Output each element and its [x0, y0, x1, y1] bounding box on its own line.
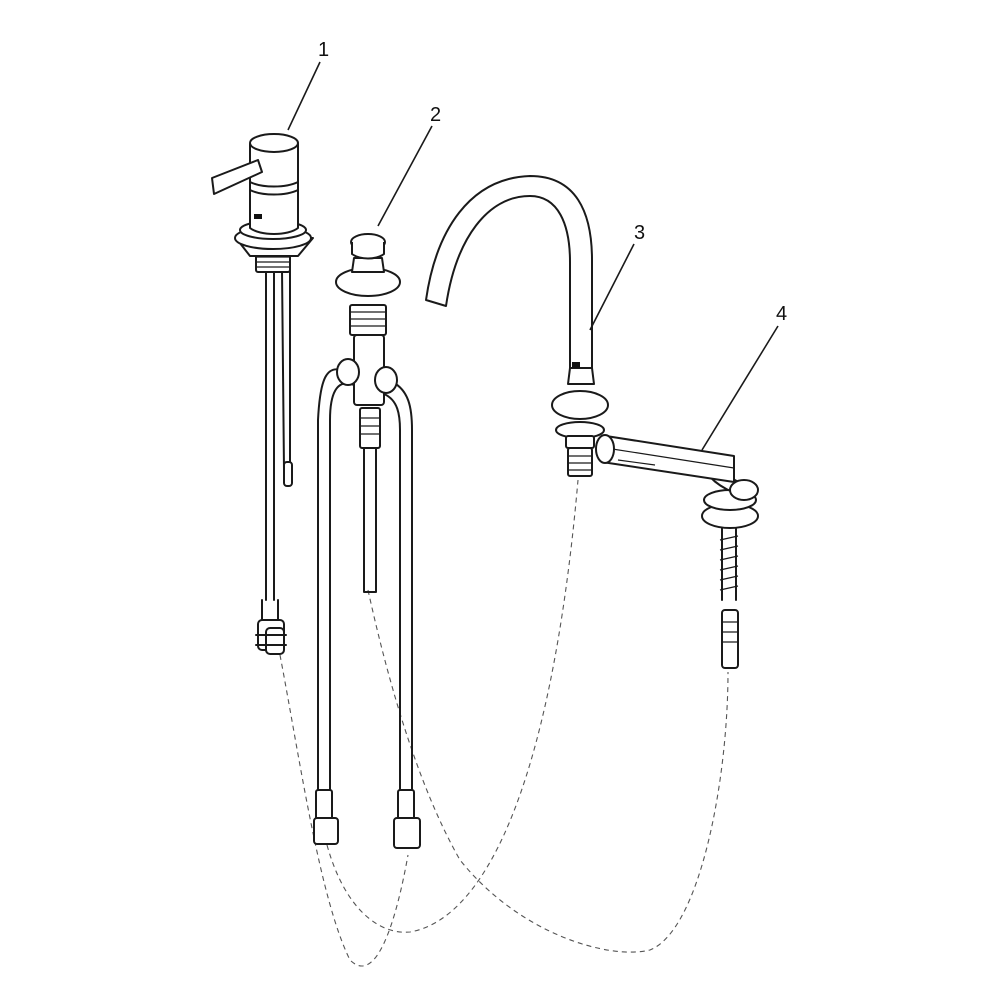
part-1-dispenser	[211, 133, 314, 655]
callouts: 1 2 3 4	[287, 39, 787, 451]
leader-line-1	[287, 61, 321, 131]
hose-part-1	[279, 654, 409, 967]
dashed-hoses	[279, 479, 729, 967]
callout-3: 3	[634, 222, 645, 244]
leader-line-4	[701, 325, 779, 451]
leader-line-2	[377, 125, 433, 227]
hose-part-2a	[326, 479, 579, 933]
part-3-spout	[425, 175, 609, 477]
callout-1: 1	[318, 39, 329, 61]
hose-part-2b	[367, 589, 729, 953]
part-4-spray	[595, 434, 759, 669]
part-2-valve	[313, 233, 421, 849]
leader-line-3	[589, 243, 635, 331]
callout-4: 4	[776, 303, 787, 325]
callout-2: 2	[430, 104, 441, 126]
